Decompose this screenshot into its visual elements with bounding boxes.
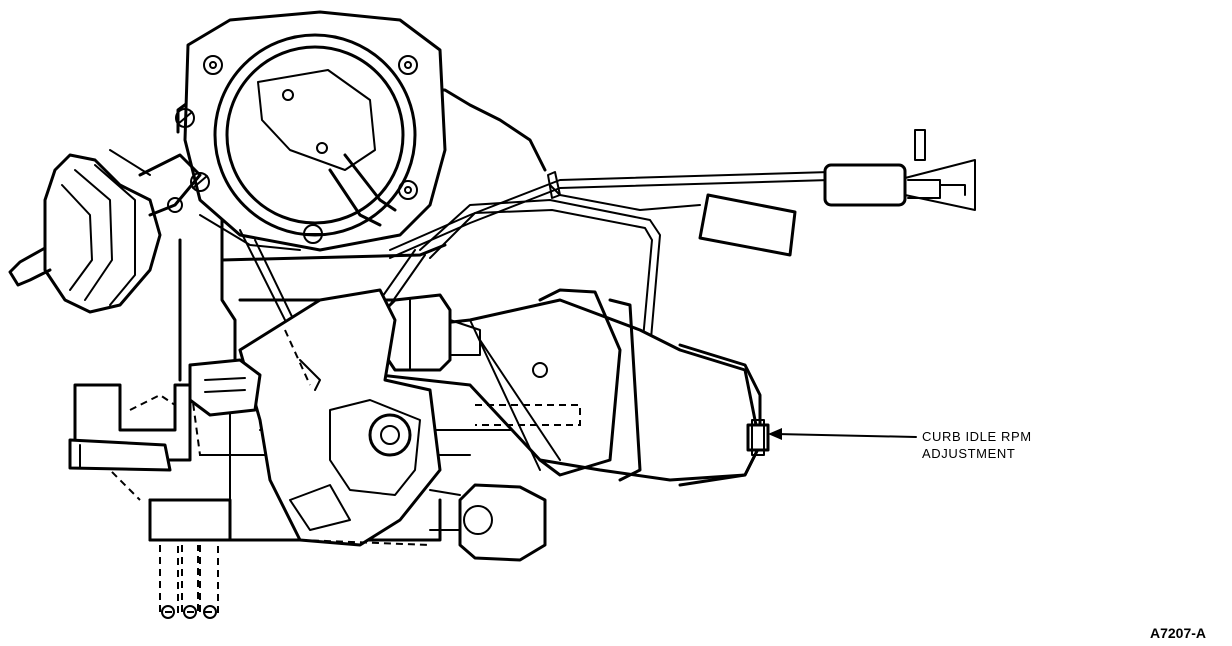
figure-id: A7207-A	[1150, 625, 1207, 641]
wire-connector	[823, 129, 976, 211]
wire-plug	[698, 193, 797, 257]
choke-housing	[183, 10, 447, 252]
callout-label: CURB IDLE RPM ADJUSTMENT	[922, 429, 1032, 461]
arrowhead-icon	[768, 428, 782, 440]
lever-bracket	[188, 358, 262, 417]
base-flange	[148, 498, 232, 619]
hose-fitting	[429, 483, 547, 562]
throttle-lever	[238, 288, 442, 547]
vacuum-diaphragm	[8, 149, 202, 314]
fuel-inlet-fitting	[68, 383, 192, 472]
callout-leader	[768, 428, 917, 440]
adjustment-screw	[746, 419, 770, 456]
